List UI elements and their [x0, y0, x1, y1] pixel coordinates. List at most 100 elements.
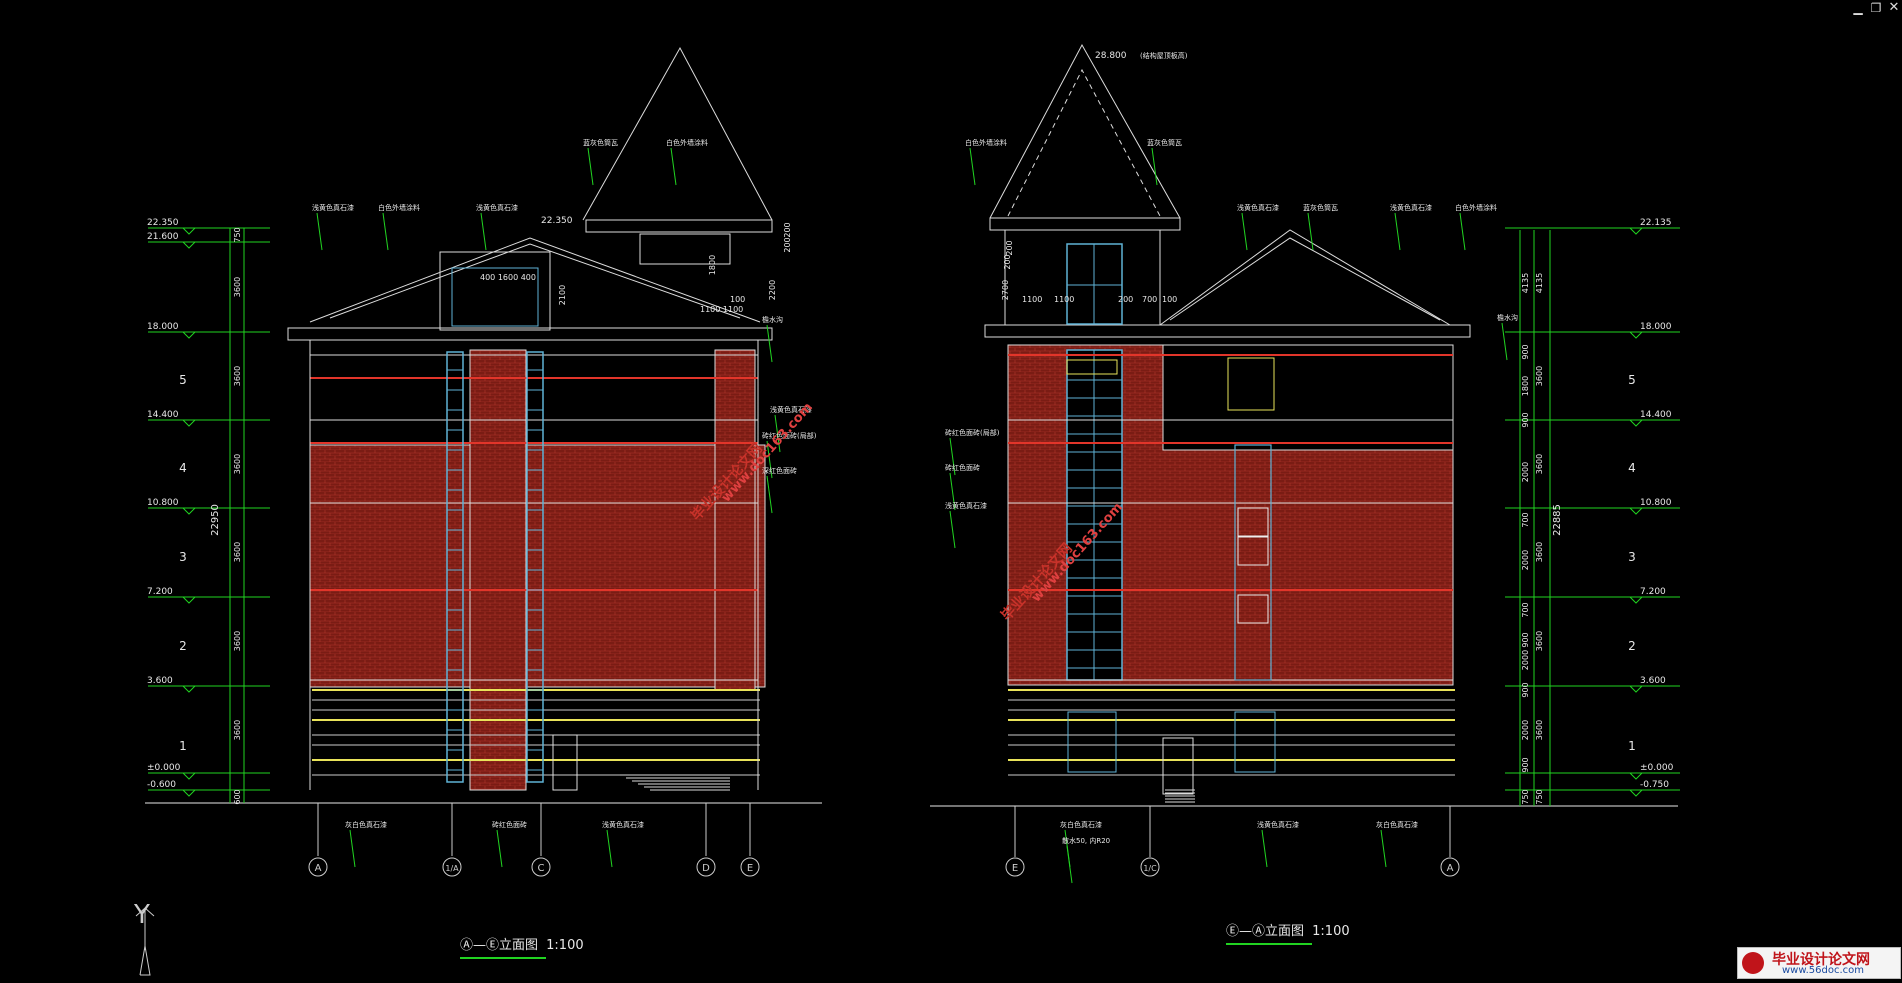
- floor-number: 1: [1628, 739, 1636, 753]
- level-marker-icon: [1628, 789, 1644, 797]
- axis-label: D: [702, 863, 710, 874]
- level-marker-icon: [181, 685, 197, 693]
- axis-label: C: [538, 863, 545, 874]
- leader-line: [949, 472, 956, 511]
- floor-number: 2: [179, 639, 187, 653]
- dimension-text: 700: [1521, 512, 1530, 527]
- left-elevation-title: Ⓐ—Ⓔ立面图 1:100: [460, 934, 584, 959]
- level-marker-icon: [181, 241, 197, 249]
- axis-bubble: [740, 857, 760, 877]
- leader-line: [606, 829, 613, 868]
- material-note: 散水50, 内R20: [1062, 836, 1110, 845]
- roof-level-label: 22.350: [541, 216, 573, 226]
- axis-bubble: [442, 857, 462, 877]
- leader-line: [1307, 212, 1314, 251]
- title-underline: [1226, 943, 1312, 945]
- dimension-text: 3600: [1535, 542, 1544, 562]
- dimension-text: 900: [1521, 682, 1530, 697]
- material-note: 白色外墙涂料: [378, 203, 420, 212]
- top-dimension: 2100: [558, 285, 567, 305]
- badge-line1: 毕业设计论文网: [1772, 952, 1870, 968]
- dimension-text: 3600: [1535, 720, 1544, 740]
- level-label: -0.750: [1640, 780, 1669, 790]
- axis-bubble: [696, 857, 716, 877]
- close-icon[interactable]: ✕: [1888, 0, 1900, 15]
- spire: [582, 46, 773, 221]
- material-note: 浅黄色真石漆: [1257, 820, 1299, 829]
- material-note: 檐水沟: [1497, 313, 1518, 322]
- material-note: 浅黄色真石漆: [312, 203, 354, 212]
- level-marker-icon: [1628, 331, 1644, 339]
- material-note: 浅黄色真石漆: [476, 203, 518, 212]
- minimize-icon[interactable]: ▁: [1853, 1, 1863, 15]
- level-marker-icon: [1628, 596, 1644, 604]
- axis-label: E: [747, 863, 753, 874]
- apex-note: (结构屋顶板高): [1140, 51, 1188, 60]
- dimension-text: 3600: [233, 720, 242, 740]
- window-frame: [1237, 536, 1269, 566]
- dimension-text: 3600: [233, 542, 242, 562]
- leader-line: [1394, 212, 1401, 251]
- top-dimension: 200: [783, 237, 792, 252]
- axis-label: A: [315, 863, 322, 874]
- material-note: 浅黄色真石漆: [1237, 203, 1279, 212]
- leader-line: [1066, 845, 1073, 884]
- dimension-text: 3600: [233, 631, 242, 651]
- level-marker-icon: [181, 331, 197, 339]
- material-note: 灰白色真石漆: [345, 820, 387, 829]
- tower-window: [451, 267, 539, 327]
- spire-base: [989, 217, 1181, 231]
- level-label: ±0.000: [1640, 763, 1674, 773]
- axis-label: A: [1447, 863, 1454, 874]
- leader-line: [349, 829, 356, 868]
- top-dimension: 200: [1003, 254, 1012, 269]
- apex-level-label: 28.800: [1095, 51, 1127, 61]
- dimension-text: 3600: [1535, 454, 1544, 474]
- level-label: ±0.000: [147, 763, 181, 773]
- leader-line: [1151, 147, 1158, 186]
- level-marker-icon: [1628, 685, 1644, 693]
- leader-line: [670, 147, 677, 186]
- axis-bubble: [1440, 857, 1460, 877]
- leader-line: [587, 147, 594, 186]
- top-dimension: 200: [783, 222, 792, 237]
- material-note: 砖红色面砖(局部): [762, 431, 817, 440]
- level-label: 10.800: [147, 498, 179, 508]
- axis-label: E: [1012, 863, 1018, 874]
- brick-column-right: [714, 349, 756, 691]
- level-label: 18.000: [1640, 322, 1672, 332]
- leader-line: [1380, 829, 1387, 868]
- dimension-text: 1800: [1521, 376, 1530, 396]
- leader-line: [766, 324, 773, 363]
- level-label: 14.400: [147, 410, 179, 420]
- level-marker-icon: [1628, 507, 1644, 515]
- material-note: 白色外墙涂料: [965, 138, 1007, 147]
- level-label: 21.600: [147, 232, 179, 242]
- top-dimension: 1800: [708, 255, 717, 275]
- dimension-text: 750: [1521, 789, 1530, 804]
- floor-number: 5: [179, 373, 187, 387]
- dimension-text: 2000: [1521, 720, 1530, 740]
- leader-line: [766, 475, 773, 514]
- spire-dashed: [1007, 68, 1161, 217]
- top-dimension: 2700: [1001, 280, 1010, 300]
- cornice: [984, 324, 1471, 338]
- material-note: 砖红色面砖: [492, 820, 527, 829]
- axis-bubble: [1005, 857, 1025, 877]
- level-marker-icon: [181, 789, 197, 797]
- level-label: 14.400: [1640, 410, 1672, 420]
- level-label: 7.200: [147, 587, 173, 597]
- top-dimension: 200: [1005, 240, 1014, 255]
- dimension-text: 2000: [1521, 550, 1530, 570]
- dimension-text: 750: [1535, 789, 1544, 804]
- roof-gable-inner: [329, 243, 741, 319]
- top-dimension: 700: [1142, 295, 1157, 304]
- material-note: 白色外墙涂料: [1455, 203, 1497, 212]
- axis-label: 1/A: [445, 864, 459, 873]
- material-note: 白色外墙涂料: [666, 138, 708, 147]
- dimension-text: 2000: [1521, 462, 1530, 482]
- tower: [439, 251, 551, 331]
- restore-icon[interactable]: ❐: [1870, 1, 1882, 15]
- material-note: 蓝灰色筒瓦: [1147, 138, 1182, 147]
